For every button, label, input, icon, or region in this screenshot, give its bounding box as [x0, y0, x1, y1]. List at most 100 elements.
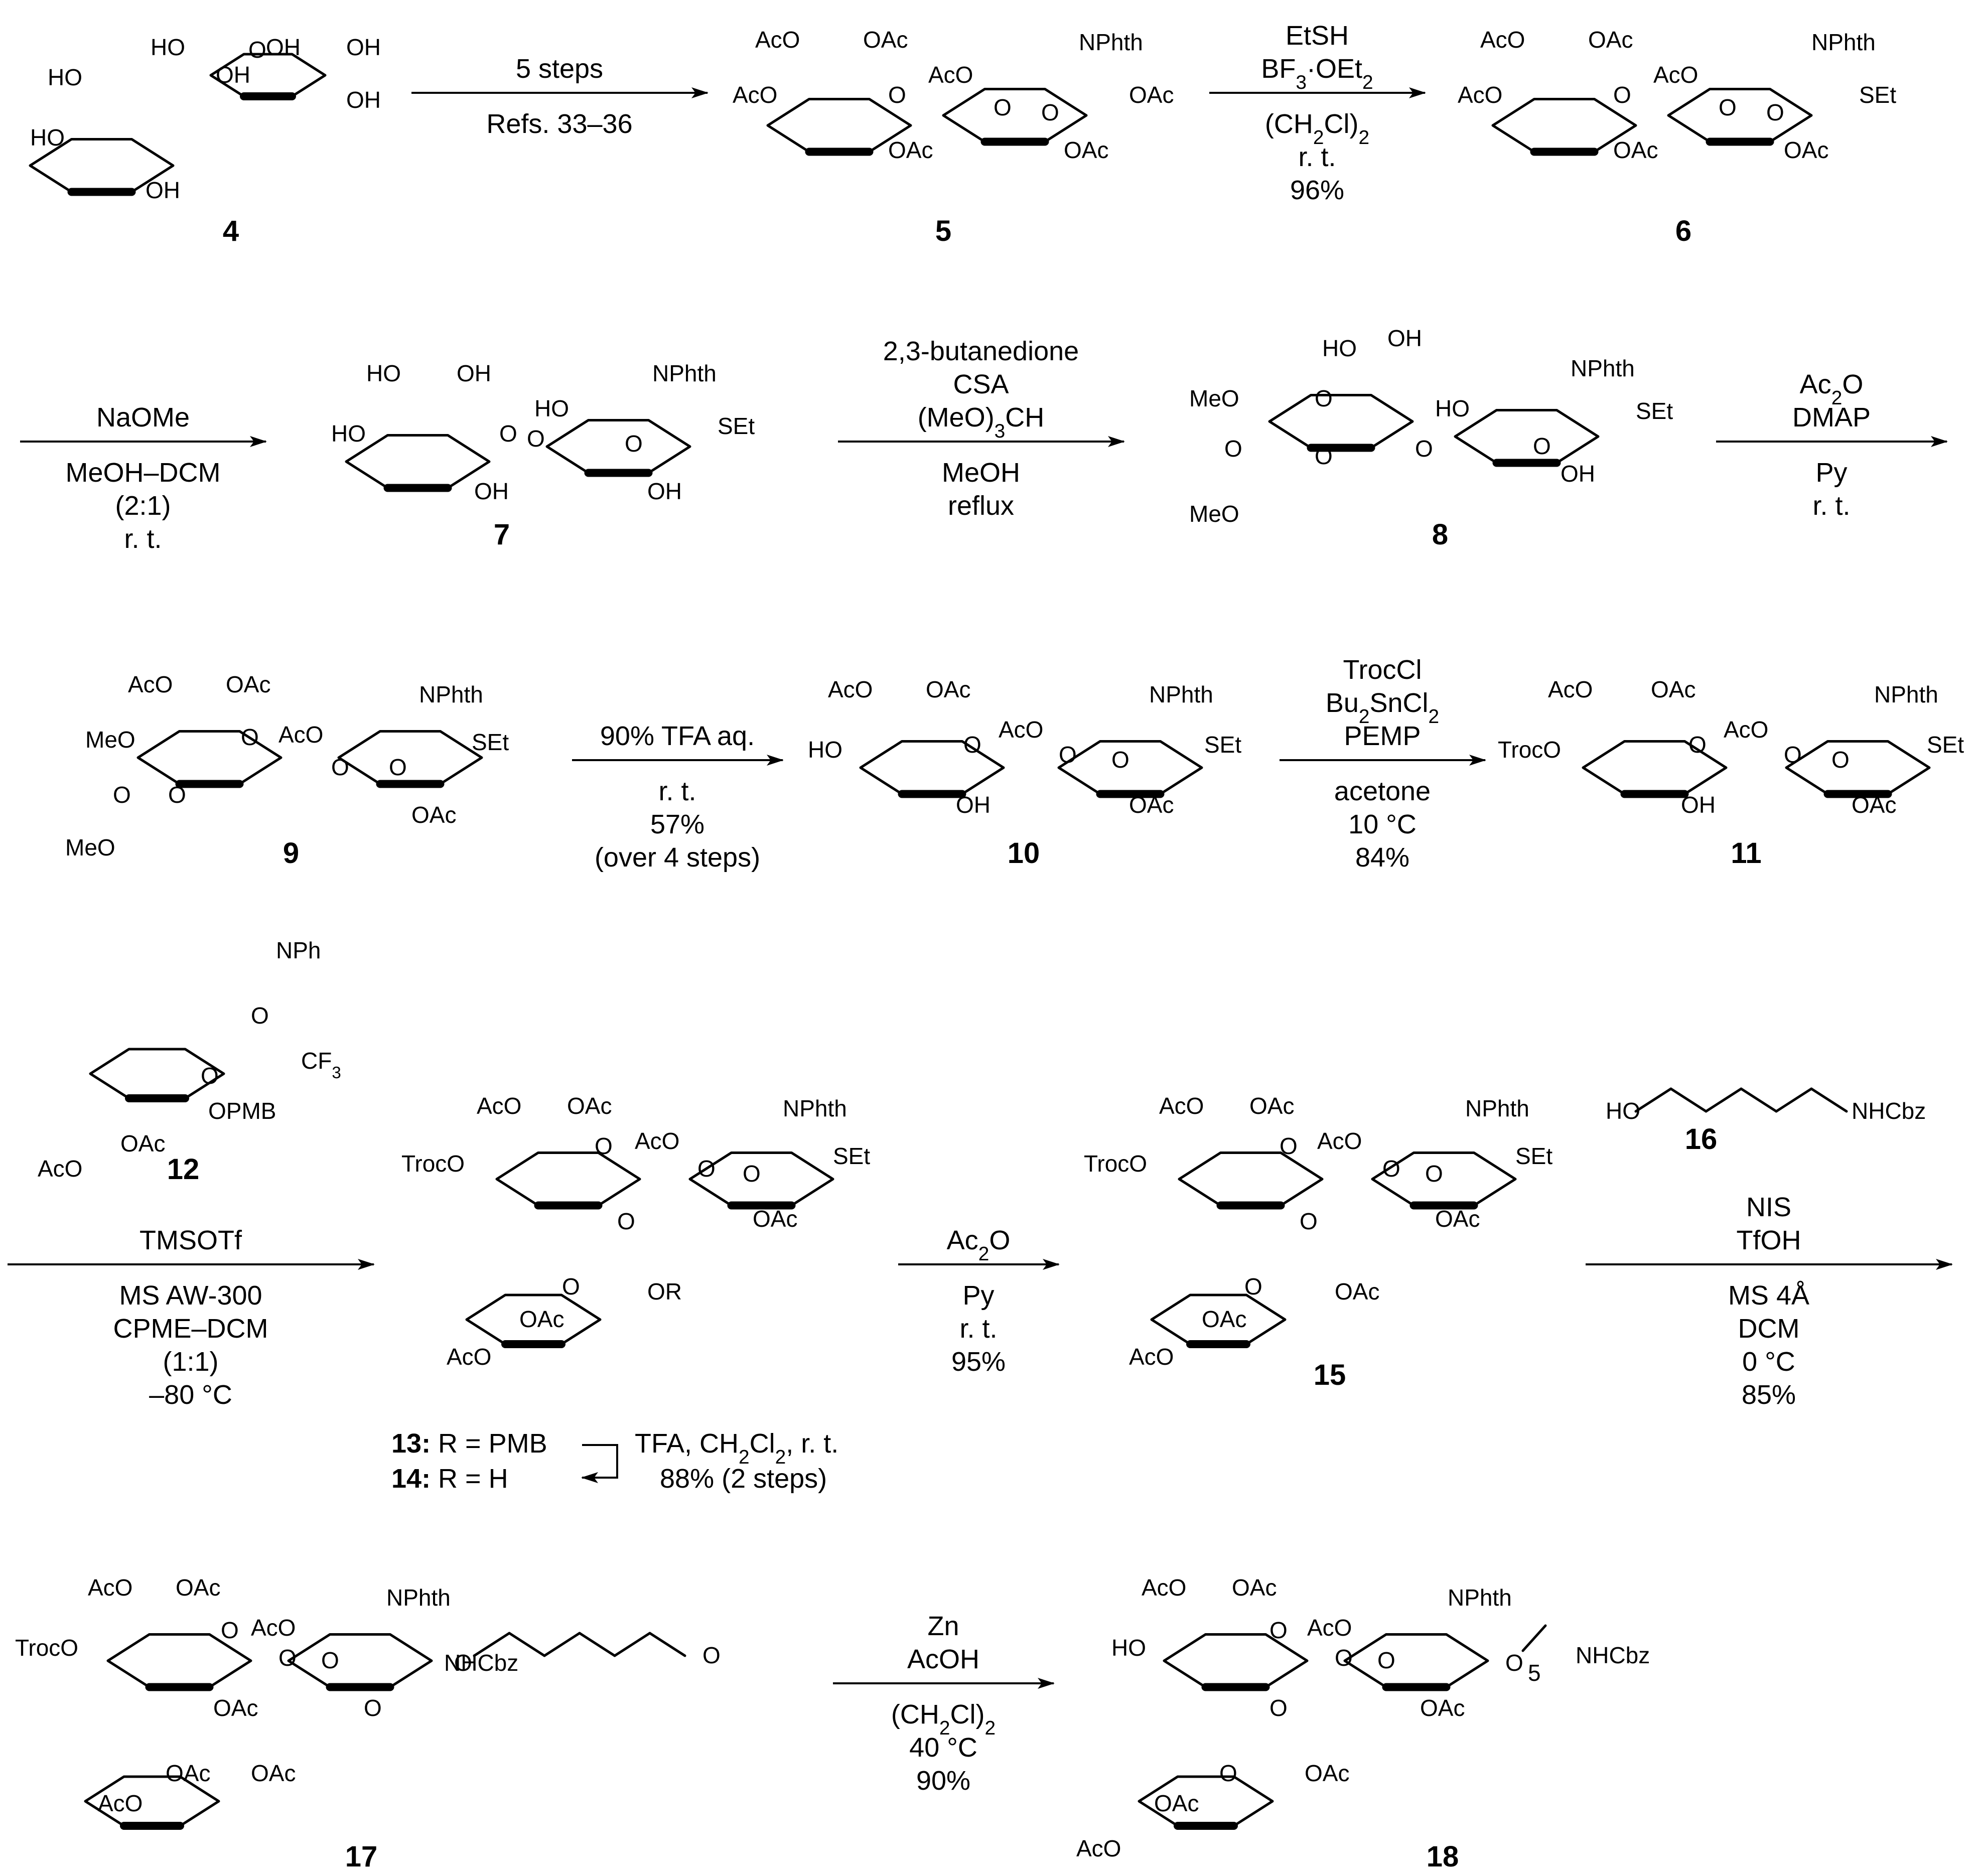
atom-label: O [1219, 1760, 1237, 1786]
atom-label: O [1425, 1161, 1443, 1187]
atom-label: NPhth [1448, 1584, 1512, 1611]
atom-label: O [702, 1642, 721, 1668]
condition-below: MS 4Å [1728, 1280, 1809, 1311]
atom-label: OH [1561, 461, 1595, 487]
condition-below: 95% [951, 1347, 1006, 1377]
condition-below: (CH2Cl)2 [1265, 109, 1369, 149]
condition-below: 10 °C [1348, 809, 1417, 839]
atom-label: TrocO [1084, 1150, 1147, 1177]
atom-label: AcO [755, 27, 800, 53]
atom-label: O [1041, 99, 1059, 125]
atom-label: O [248, 37, 266, 63]
condition-above: AcOH [907, 1644, 979, 1674]
atom-label: OH [647, 478, 682, 504]
atom-label: MeO [85, 727, 135, 753]
deprotection-yield: 88% (2 steps) [660, 1464, 827, 1494]
atom-label: NPhth [1149, 681, 1213, 707]
atom-label: OPMB [208, 1098, 276, 1124]
condition-below: MeOH [942, 458, 1020, 488]
atom-label: O [1315, 385, 1333, 411]
condition-below: 40 °C [909, 1733, 977, 1763]
atom-label: NHCbz [1576, 1642, 1650, 1668]
atom-label: O [1505, 1650, 1523, 1676]
atom-label: TrocO [401, 1150, 465, 1177]
condition-below: r. t. [124, 524, 162, 554]
atom-label: OH [457, 360, 491, 386]
atom-label: OH [216, 62, 250, 88]
atom-label: OH [346, 87, 381, 113]
atom-label: O [1269, 1617, 1288, 1643]
atom-label: O [1688, 732, 1707, 758]
atom-label: OAc [1154, 1790, 1199, 1816]
atom-label: O [1719, 94, 1737, 120]
atom-label: O [1059, 742, 1077, 768]
atom-label: O [1831, 747, 1850, 773]
atom-label: OAc [863, 27, 908, 53]
compound-number: 11 [1731, 837, 1761, 870]
ring-7-0 [345, 434, 491, 489]
condition-below: reflux [948, 491, 1014, 521]
atom-label: O [1300, 1208, 1318, 1234]
atom-label: O [251, 1002, 269, 1029]
ring-15-0 [1178, 1151, 1324, 1207]
compound-7-skeleton [345, 419, 691, 492]
condition-above: PEMP [1344, 721, 1421, 751]
atom-label: AcO [1307, 1615, 1352, 1641]
compound-number: 5 [935, 215, 951, 247]
atom-label: NPhth [1571, 355, 1635, 381]
atom-label: O [221, 1617, 239, 1643]
atom-label: SEt [1204, 732, 1241, 758]
atom-label: AcO [635, 1128, 679, 1154]
atom-label: SEt [718, 413, 755, 439]
atom-label: O [527, 425, 545, 452]
atom-label: O [1415, 436, 1433, 462]
atom-label: AcO [1317, 1128, 1362, 1154]
atom-label: OH [266, 34, 301, 60]
compound-5-skeleton [766, 88, 1088, 156]
atom-label: O [617, 1208, 635, 1234]
atom-label: O [201, 1063, 219, 1089]
atom-label: NPhth [1811, 29, 1876, 55]
atom-label: O [168, 782, 186, 808]
atom-label: O [241, 724, 259, 750]
atom-label: O [1377, 1647, 1395, 1673]
atom-label: OAc [213, 1695, 258, 1721]
atom-label: O [1533, 433, 1551, 459]
condition-above: EtSH [1286, 21, 1349, 51]
condition-below: (over 4 steps) [595, 842, 760, 873]
compound-13-line: 13: R = PMB [391, 1428, 547, 1459]
atom-label: OAc [1305, 1760, 1349, 1786]
atom-label: SEt [472, 729, 509, 755]
atom-label: O [499, 420, 517, 447]
atom-label: HO [534, 395, 569, 421]
condition-above: TrocCl [1343, 655, 1422, 685]
alkyl-chain-2 [1521, 1624, 1547, 1652]
deprotection-arrow [581, 1444, 618, 1483]
atom-label: SEt [1859, 82, 1896, 108]
ring-18-1 [1343, 1633, 1489, 1688]
condition-below: (1:1) [163, 1347, 218, 1377]
atom-label: OAc [926, 676, 970, 702]
compound-18-skeleton [1138, 1633, 1489, 1830]
atom-label: O [113, 782, 131, 808]
atom-label: HO [808, 737, 842, 763]
atom-label: AcO [88, 1574, 132, 1601]
atom-label: NHCbz [444, 1650, 518, 1676]
atom-label: TrocO [1498, 737, 1561, 763]
atom-label: O [743, 1161, 761, 1187]
compound-number: 9 [283, 837, 299, 870]
atom-label: MeO [1189, 385, 1239, 411]
atom-label: NPhth [1079, 29, 1143, 55]
compound-6-skeleton [1491, 88, 1813, 156]
atom-label: CF3 [301, 1048, 341, 1082]
atom-label: AcO [1480, 27, 1525, 53]
atom-label: OAc [1129, 792, 1174, 818]
